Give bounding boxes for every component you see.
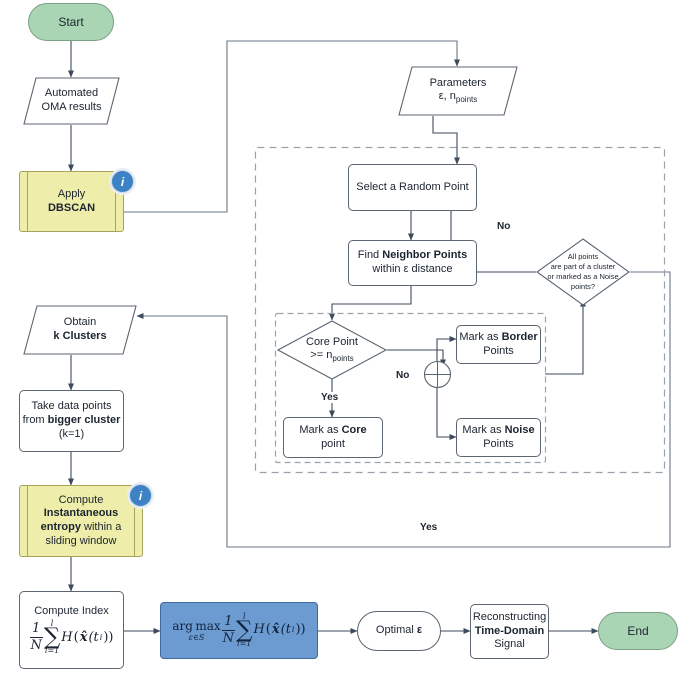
node-mark-as-core-point-label: Mark as Core point — [299, 423, 367, 450]
node-start[interactable]: Start — [28, 3, 114, 41]
info-badge-icon-dbscan[interactable]: i — [111, 170, 134, 193]
node-compute-instantaneous-entropy-label: Compute Instantaneous entropy within a s… — [40, 493, 122, 547]
node-mark-as-noise-points-label: Mark as Noise Points — [462, 423, 535, 450]
edge-label-core-point-no: No — [394, 370, 412, 381]
parallelogram-shape — [23, 77, 120, 125]
node-apply-dbscan[interactable]: Apply DBSCAN — [19, 171, 124, 232]
node-mark-as-noise-points[interactable]: Mark as Noise Points — [456, 418, 541, 457]
node-take-data-points[interactable]: Take data points from bigger cluster (k=… — [19, 390, 124, 452]
edge-label-all-points-yes: Yes — [418, 522, 440, 533]
node-compute-index-title: Compute Index — [34, 604, 109, 617]
node-parameters-label: Parameters ε, npoints — [429, 76, 487, 105]
node-obtain-k-clusters-label: Obtain k Clusters — [53, 316, 107, 342]
outer-dashed-group — [254, 146, 666, 474]
parallelogram-shape — [398, 66, 518, 116]
node-all-points-decision[interactable]: All points are part of a cluster or mark… — [536, 238, 630, 306]
node-take-data-points-label: Take data points from bigger cluster (k=… — [22, 400, 121, 440]
node-end-label: End — [627, 623, 649, 638]
node-compute-instantaneous-entropy[interactable]: Compute Instantaneous entropy within a s… — [19, 485, 143, 557]
node-apply-dbscan-label: Apply DBSCAN — [47, 187, 96, 214]
node-core-point-decision-label: Core Point >= npoints — [306, 335, 358, 364]
node-reconstructing-signal[interactable]: Reconstructing Time-Domain Signal — [470, 604, 549, 659]
edge-label-all-points-no: No — [495, 221, 513, 232]
node-optimal-epsilon-label: Optimal ε — [375, 624, 423, 637]
node-find-neighbor-points-label: Find Neighbor Points within ε distance — [357, 249, 468, 275]
edge-label-core-point-yes: Yes — [319, 392, 341, 403]
node-select-random-point-label: Select a Random Point — [356, 180, 469, 193]
node-all-points-decision-label: All points are part of a cluster or mark… — [547, 251, 619, 292]
node-select-random-point[interactable]: Select a Random Point — [348, 164, 477, 211]
node-end[interactable]: End — [598, 612, 678, 650]
diamond-shape — [277, 320, 387, 380]
node-find-neighbor-points[interactable]: Find Neighbor Points within ε distance — [348, 240, 477, 286]
junction-cross-circle-icon — [423, 360, 452, 389]
parallelogram-shape — [23, 305, 137, 355]
node-obtain-k-clusters[interactable]: Obtain k Clusters — [23, 305, 137, 355]
node-core-point-decision[interactable]: Core Point >= npoints — [277, 320, 387, 380]
node-mark-as-border-points-label: Mark as Border Points — [459, 330, 538, 357]
node-mark-as-core-point[interactable]: Mark as Core point — [283, 417, 383, 458]
node-automated-oma-results[interactable]: Automated OMA results — [23, 77, 120, 125]
node-optimal-epsilon[interactable]: Optimal ε — [357, 611, 441, 651]
node-reconstructing-signal-label: Reconstructing Time-Domain Signal — [472, 610, 547, 651]
node-parameters[interactable]: Parameters ε, npoints — [398, 66, 518, 116]
info-badge-icon-entropy[interactable]: i — [129, 484, 152, 507]
inner-dashed-group — [274, 312, 547, 464]
cross-circle-shape — [423, 360, 452, 389]
node-start-label: Start — [58, 14, 84, 29]
node-automated-oma-results-label: Automated OMA results — [41, 87, 102, 113]
node-mark-as-border-points[interactable]: Mark as Border Points — [456, 325, 541, 364]
